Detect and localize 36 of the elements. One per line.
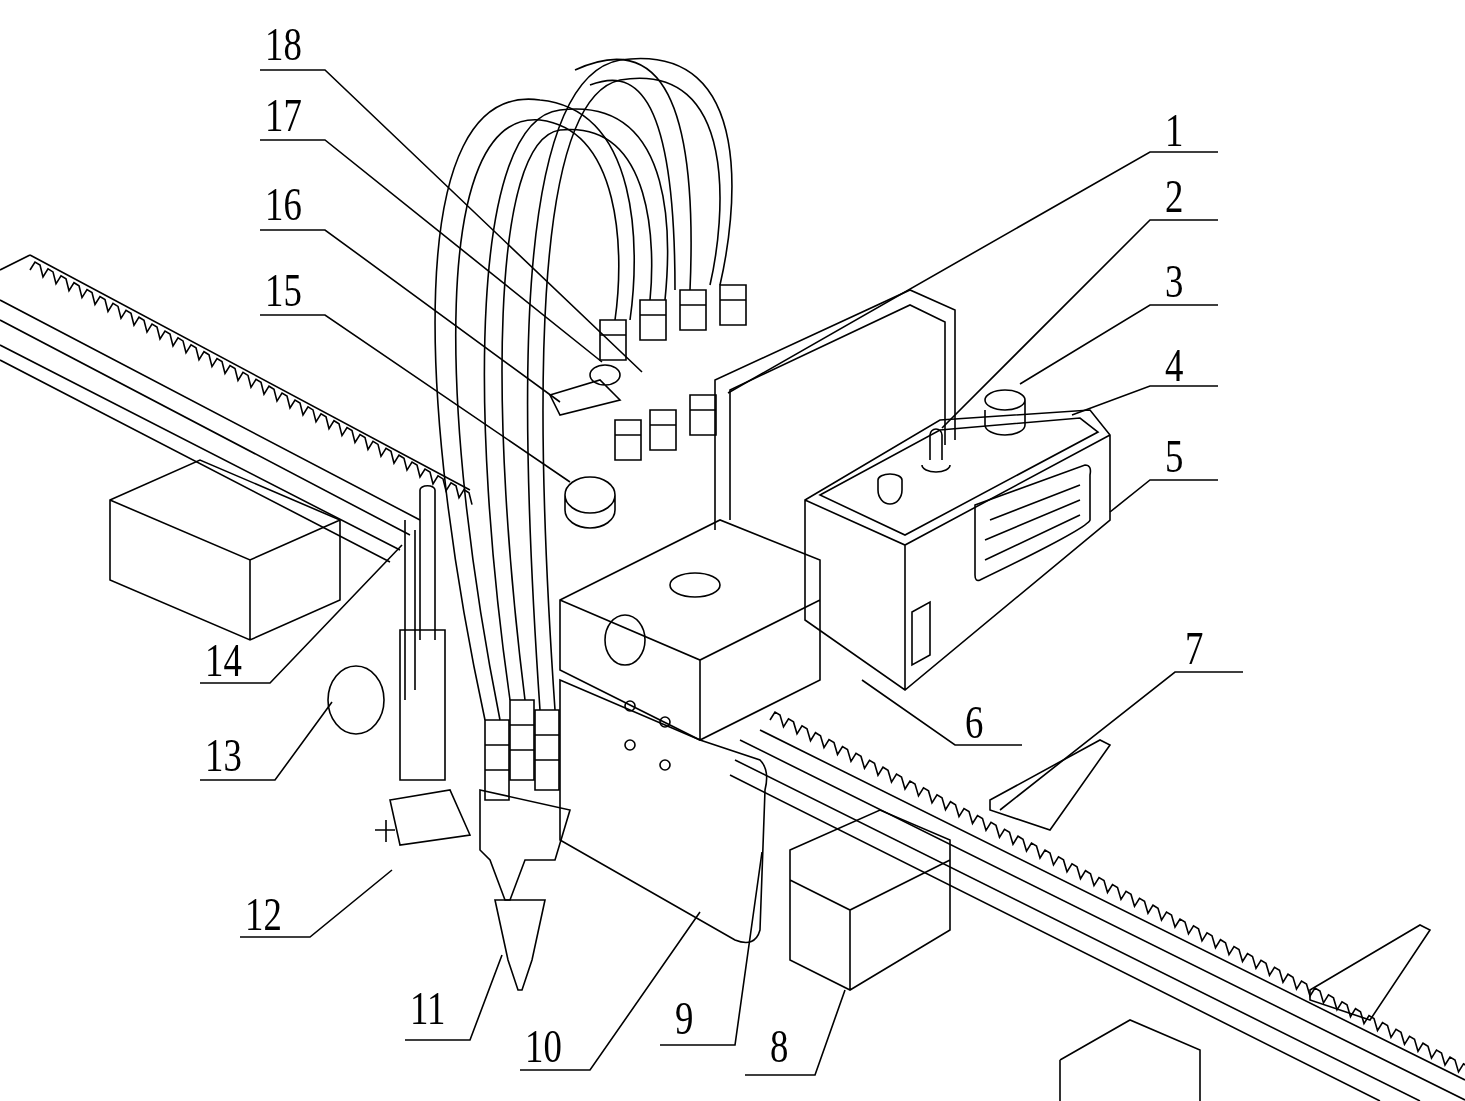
callout-number: 11 <box>410 986 446 1032</box>
leader-line <box>727 151 1219 394</box>
callout-number: 17 <box>265 93 302 139</box>
callout-number: 3 <box>1165 259 1184 305</box>
callout-number: 5 <box>1165 434 1184 480</box>
callout-number: 9 <box>675 996 694 1042</box>
leader-line <box>259 229 561 403</box>
callout-number: 12 <box>245 892 282 938</box>
callout-number: 10 <box>525 1024 562 1070</box>
callout-number: 14 <box>205 638 242 684</box>
leader-line <box>259 69 643 373</box>
callout-number: 18 <box>265 22 302 68</box>
callout-number: 1 <box>1165 108 1184 154</box>
leader-line <box>259 314 571 483</box>
callout-number: 8 <box>770 1024 789 1070</box>
leader-line <box>199 701 333 781</box>
callout-number: 4 <box>1165 343 1184 389</box>
callout-number: 6 <box>965 700 984 746</box>
callout-number: 13 <box>205 733 242 779</box>
leader-line <box>744 989 846 1076</box>
callout-number: 2 <box>1165 174 1184 220</box>
callout-number: 7 <box>1185 626 1204 672</box>
leader-line <box>199 544 403 684</box>
leader-line <box>1109 479 1219 513</box>
leader-line <box>519 911 701 1071</box>
leader-line <box>1019 304 1219 385</box>
leader-line <box>659 851 763 1046</box>
leader-line <box>941 219 1219 429</box>
callout-number: 15 <box>265 268 302 314</box>
leader-line <box>999 671 1244 811</box>
leader-line <box>404 954 503 1041</box>
leader-line <box>259 139 603 363</box>
leader-line <box>1071 385 1219 416</box>
callout-number: 16 <box>265 182 302 228</box>
leader-line <box>861 679 1023 746</box>
leader-line <box>239 869 393 938</box>
